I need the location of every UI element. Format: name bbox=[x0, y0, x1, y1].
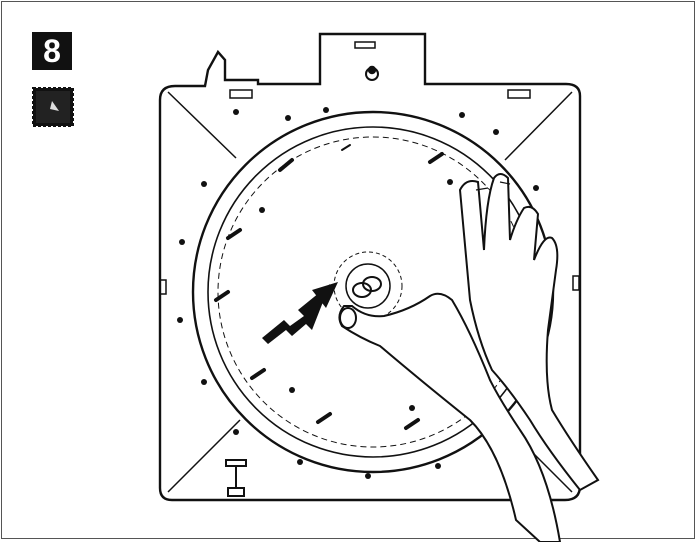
hands bbox=[338, 173, 600, 542]
direction-arrow bbox=[262, 282, 338, 344]
adjustment-screw bbox=[225, 459, 247, 497]
housing-plate bbox=[158, 32, 582, 502]
ring-slots bbox=[214, 144, 444, 430]
dotted-square-tool-icon bbox=[32, 87, 74, 127]
screw-holes bbox=[177, 107, 539, 479]
step-number-badge: 8 bbox=[32, 32, 72, 70]
